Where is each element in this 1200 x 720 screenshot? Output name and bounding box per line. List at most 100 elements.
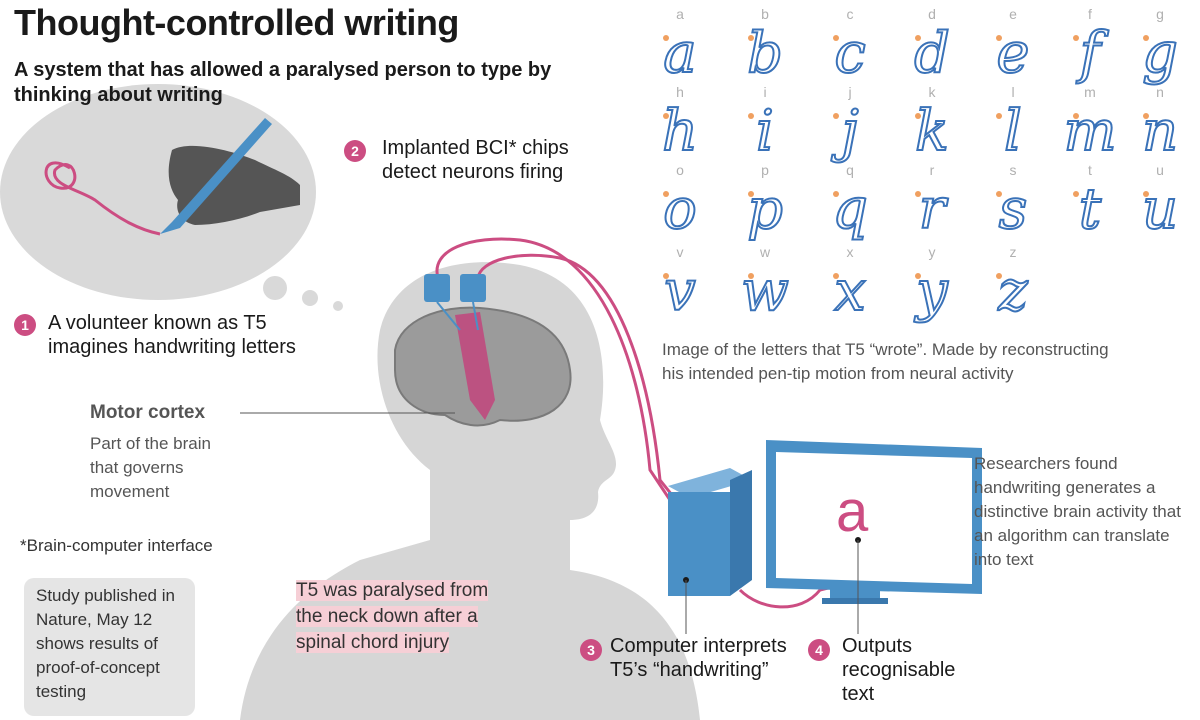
letter-label: a [676, 6, 684, 22]
pen-start-dot [833, 35, 839, 41]
pen-start-dot [663, 191, 669, 197]
handwritten-letter: q [832, 177, 868, 242]
motor-cortex-title: Motor cortex [90, 402, 206, 423]
letter-label: g [1156, 6, 1164, 22]
thought-bubble [0, 84, 316, 300]
handwritten-letter: t [1079, 177, 1102, 242]
letter-label: y [928, 244, 936, 260]
letter-label: t [1088, 162, 1092, 178]
pen-start-dot [663, 273, 669, 279]
handwritten-letter: p [747, 177, 783, 242]
monitor-base [822, 598, 888, 604]
letter-label: l [1011, 84, 1015, 100]
letter-label: w [759, 244, 771, 260]
pen-start-dot [915, 35, 921, 41]
handwritten-letter: z [997, 259, 1028, 324]
handwritten-letter: u [1142, 177, 1178, 242]
electrode [472, 301, 479, 331]
letter-label: o [676, 162, 684, 178]
screen-letter: a [836, 479, 869, 544]
handwritten-letter: h [662, 99, 698, 164]
handwritten-letter: c [834, 21, 865, 86]
letter-label: k [928, 84, 936, 100]
motor-cortex-desc: Part of the brain that governs movement [90, 434, 211, 501]
wire [738, 583, 841, 609]
monitor-stand [830, 588, 880, 600]
hand-icon [168, 145, 300, 225]
pen-start-dot [915, 191, 921, 197]
electrode [436, 301, 461, 331]
step-1-text: A volunteer known as T5 imagines handwri… [48, 312, 296, 358]
step-3-badge: 3 [580, 639, 602, 661]
step-2-text: Implanted BCI* chips detect neurons firi… [382, 137, 569, 183]
letter-label: c [846, 6, 854, 22]
study-note: Study published in Nature, May 12 shows … [24, 578, 195, 716]
subtitle: A system that has allowed a paralysed pe… [14, 59, 552, 106]
pen-start-dot [996, 191, 1002, 197]
handwritten-letter: k [915, 99, 949, 164]
pen-start-dot [748, 35, 754, 41]
handwritten-letter: l [1004, 99, 1022, 164]
bci-chip [460, 274, 486, 302]
letter-label: s [1009, 162, 1017, 178]
step-4-text: Outputs recognisable text [842, 635, 956, 705]
thought-bubble-dot [263, 276, 287, 300]
pen-start-dot [996, 113, 1002, 119]
pen-start-dot [748, 273, 754, 279]
handwritten-letter: o [663, 177, 697, 242]
pen-start-dot [1073, 35, 1079, 41]
thought-bubble-dot [302, 290, 318, 306]
letter-label: q [846, 162, 854, 178]
pen-start-dot [1073, 113, 1079, 119]
pen-start-dot [996, 35, 1002, 41]
bci-chip [424, 274, 450, 302]
monitor-screen [776, 452, 972, 584]
handwritten-letter: r [919, 177, 949, 242]
handwritten-letter: v [664, 259, 696, 324]
letter-label: p [761, 162, 769, 178]
letter-label: n [1156, 84, 1164, 100]
paralysed-note: T5 was paralysed from the neck down afte… [296, 578, 506, 656]
letters-caption: Image of the letters that T5 “wrote”. Ma… [662, 340, 1109, 383]
letter-label: h [676, 84, 684, 100]
letter-label: x [846, 244, 854, 260]
handwritten-letter: i [756, 99, 774, 164]
handwritten-letter: d [914, 21, 950, 86]
letter-label: z [1009, 244, 1017, 260]
handwritten-letter: x [834, 259, 866, 324]
pen-start-dot [1143, 191, 1149, 197]
letter-label: j [848, 84, 852, 100]
motor-cortex-highlight [455, 312, 495, 420]
handwritten-letter: f [1076, 21, 1110, 86]
pen-start-dot [1143, 35, 1149, 41]
researchers-note: Researchers found handwriting generates … [974, 454, 1181, 569]
wire [476, 253, 682, 506]
pen-start-dot [833, 113, 839, 119]
footnote: *Brain-computer interface [20, 536, 213, 555]
pen-start-dot [833, 191, 839, 197]
paralysed-text: T5 was paralysed from the neck down afte… [296, 580, 489, 653]
letter-label: e [1009, 6, 1017, 22]
step-4-badge: 4 [808, 639, 830, 661]
handwritten-letter: n [1142, 99, 1178, 164]
page-title: Thought-controlled writing [14, 2, 459, 43]
handwritten-letter: m [1063, 99, 1116, 164]
wire [435, 237, 672, 501]
computer-top [668, 468, 752, 498]
pen-start-dot [663, 113, 669, 119]
pen-start-dot [996, 273, 1002, 279]
step-1-badge: 1 [14, 314, 36, 336]
computer-side [730, 470, 752, 596]
letter-label: m [1084, 84, 1096, 100]
pen-start-dot [748, 113, 754, 119]
handwritten-letter: j [830, 99, 858, 164]
pen-start-dot [833, 273, 839, 279]
pen-start-dot [1073, 191, 1079, 197]
letter-label: d [928, 6, 936, 22]
pen-start-dot [748, 191, 754, 197]
handwritten-letter: b [747, 21, 783, 86]
letter-label: v [676, 244, 684, 260]
pen-start-dot [663, 35, 669, 41]
handwritten-letter: w [741, 259, 789, 324]
